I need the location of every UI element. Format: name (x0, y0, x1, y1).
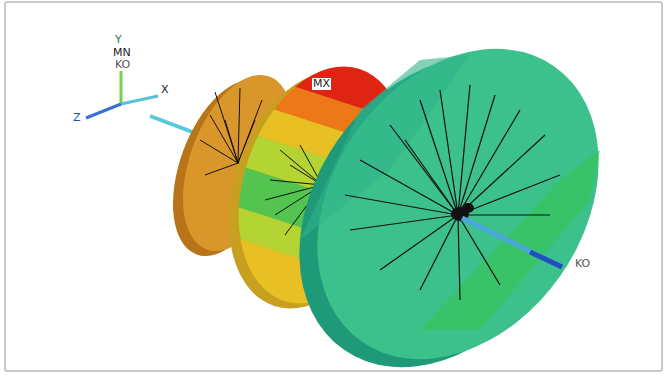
node-marker: KO (114, 59, 131, 71)
front-disk (241, 0, 657, 377)
axis-letter: Z (72, 112, 82, 124)
axis-letter: X (160, 84, 170, 96)
min-marker: MN (112, 47, 132, 59)
axis-letter: Y (114, 34, 123, 46)
max-marker: MX (312, 78, 331, 90)
node-marker: KO (574, 258, 591, 270)
axis-triad (86, 50, 158, 118)
shaft-end (530, 252, 562, 267)
